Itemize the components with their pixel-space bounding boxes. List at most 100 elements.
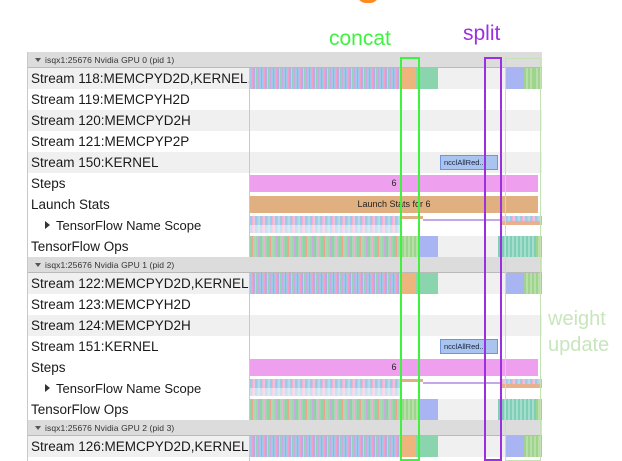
chevron-right-icon[interactable] bbox=[45, 384, 50, 392]
track-lane[interactable] bbox=[250, 215, 542, 236]
name-scope-strip-bottom[interactable] bbox=[250, 225, 401, 233]
split-block[interactable] bbox=[506, 68, 524, 89]
ops-green-block[interactable] bbox=[402, 399, 418, 420]
track-row-tf-ops-gpu1[interactable]: TensorFlow Ops bbox=[28, 399, 542, 420]
ops-concat-block[interactable] bbox=[418, 399, 438, 420]
track-lane[interactable] bbox=[250, 89, 542, 110]
launch-stats-block[interactable]: Launch Stats for 6 bbox=[250, 196, 538, 213]
track-lane[interactable] bbox=[250, 315, 542, 336]
ops-gap bbox=[438, 236, 498, 257]
track-row-stream123[interactable]: Stream 123:MEMCPYH2D bbox=[28, 294, 542, 315]
ops-weight-update-block[interactable] bbox=[536, 399, 542, 420]
memcpy-block[interactable] bbox=[400, 273, 416, 294]
track-row-stream126[interactable]: Stream 126:MEMCPYD2D,KERNEL,MI bbox=[28, 436, 542, 457]
trace-timeline-panel[interactable]: isqx1:25676 Nvidia GPU 0 (pid 1) Stream … bbox=[27, 52, 542, 461]
chevron-right-icon[interactable] bbox=[45, 221, 50, 229]
memcpy-block[interactable] bbox=[400, 68, 416, 89]
track-label: Stream 123:MEMCPYH2D bbox=[28, 294, 250, 315]
split-block[interactable] bbox=[506, 273, 524, 294]
ops-teal-block[interactable] bbox=[498, 236, 536, 257]
name-scope-strip-right2[interactable] bbox=[500, 384, 542, 388]
step-block[interactable]: 6 bbox=[250, 175, 538, 192]
name-scope-strip-top[interactable] bbox=[250, 216, 401, 225]
ops-concat-block[interactable] bbox=[418, 236, 438, 257]
name-scope-tail-a[interactable] bbox=[401, 379, 423, 382]
track-row-tf-ops[interactable]: TensorFlow Ops bbox=[28, 236, 542, 257]
track-lane[interactable]: 6 bbox=[250, 357, 542, 378]
track-lane[interactable] bbox=[250, 436, 542, 457]
track-row-stream119[interactable]: Stream 119:MEMCPYH2D bbox=[28, 89, 542, 110]
track-lane[interactable] bbox=[250, 378, 542, 399]
chevron-down-icon[interactable] bbox=[35, 57, 41, 62]
track-lane[interactable]: ncclAllRed... bbox=[250, 336, 542, 357]
track-label: Stream 118:MEMCPYD2D,KERNEL,MI bbox=[28, 68, 250, 89]
track-lane[interactable]: 6 bbox=[250, 173, 542, 194]
ops-activity-strip[interactable] bbox=[250, 399, 402, 420]
annotation-weight-line1: weight bbox=[548, 308, 606, 330]
track-lane[interactable] bbox=[250, 294, 542, 315]
name-scope-strip-top[interactable] bbox=[250, 379, 401, 388]
track-lane[interactable] bbox=[250, 131, 542, 152]
name-scope-strip-right[interactable] bbox=[500, 379, 542, 384]
step-block[interactable]: 6 bbox=[250, 359, 538, 376]
weight-update-strip-a[interactable] bbox=[524, 68, 534, 89]
track-row-stream121[interactable]: Stream 121:MEMCPYP2P bbox=[28, 131, 542, 152]
name-scope-strip-right2[interactable] bbox=[500, 221, 542, 225]
name-scope-strip-right[interactable] bbox=[500, 216, 542, 221]
track-label-text: TensorFlow Name Scope bbox=[56, 218, 202, 233]
track-row-tf-name-scope[interactable]: TensorFlow Name Scope bbox=[28, 215, 542, 236]
track-row-steps-gpu1[interactable]: Steps 6 bbox=[28, 357, 542, 378]
track-row-stream150[interactable]: Stream 150:KERNEL ncclAllRed... bbox=[28, 152, 542, 173]
track-lane[interactable] bbox=[250, 110, 542, 131]
weight-update-strip[interactable] bbox=[524, 273, 542, 294]
weight-update-strip[interactable] bbox=[534, 68, 542, 89]
annotation-split: split bbox=[463, 22, 501, 45]
chevron-down-icon[interactable] bbox=[35, 262, 41, 267]
track-label[interactable]: TensorFlow Name Scope bbox=[28, 378, 250, 399]
track-lane[interactable]: Launch Stats for 6 bbox=[250, 194, 542, 215]
track-row-stream127[interactable]: Stream 127:MEMCPYH2D bbox=[28, 457, 542, 461]
ops-teal-block[interactable] bbox=[498, 399, 536, 420]
track-row-stream124[interactable]: Stream 124:MEMCPYD2H bbox=[28, 315, 542, 336]
kernel-activity-strip[interactable] bbox=[250, 273, 400, 294]
name-scope-strip-bottom[interactable] bbox=[250, 388, 401, 396]
ops-weight-update-block[interactable] bbox=[536, 236, 542, 257]
track-row-steps[interactable]: Steps 6 bbox=[28, 173, 542, 194]
track-lane[interactable] bbox=[250, 273, 542, 294]
ops-gap bbox=[438, 399, 498, 420]
track-row-stream118[interactable]: Stream 118:MEMCPYD2D,KERNEL,MI bbox=[28, 68, 542, 89]
memcpy-block[interactable] bbox=[400, 436, 416, 457]
concat-block[interactable] bbox=[416, 68, 438, 89]
kernel-activity-strip[interactable] bbox=[250, 68, 400, 89]
track-row-stream151[interactable]: Stream 151:KERNEL ncclAllRed... bbox=[28, 336, 542, 357]
track-row-tf-name-scope-gpu1[interactable]: TensorFlow Name Scope bbox=[28, 378, 542, 399]
track-lane[interactable] bbox=[250, 236, 542, 257]
track-label: Stream 124:MEMCPYD2H bbox=[28, 315, 250, 336]
nccl-allreduce-block[interactable]: ncclAllRed... bbox=[440, 155, 498, 170]
track-lane[interactable] bbox=[250, 399, 542, 420]
track-row-launch-stats[interactable]: Launch Stats Launch Stats for 6 bbox=[28, 194, 542, 215]
track-label[interactable]: TensorFlow Name Scope bbox=[28, 215, 250, 236]
name-scope-line[interactable] bbox=[423, 382, 542, 384]
group-header-gpu2[interactable]: isqx1:25676 Nvidia GPU 2 (pid 3) bbox=[28, 420, 542, 436]
name-scope-tail-a[interactable] bbox=[401, 216, 423, 219]
group-header-gpu1[interactable]: isqx1:25676 Nvidia GPU 1 (pid 2) bbox=[28, 257, 542, 273]
kernel-activity-strip[interactable] bbox=[250, 436, 400, 457]
group-header-gpu0[interactable]: isqx1:25676 Nvidia GPU 0 (pid 1) bbox=[28, 52, 542, 68]
ops-green-block[interactable] bbox=[402, 236, 418, 257]
name-scope-line[interactable] bbox=[423, 219, 542, 221]
weight-update-strip[interactable] bbox=[524, 436, 542, 457]
concat-block[interactable] bbox=[416, 273, 438, 294]
track-lane[interactable] bbox=[250, 457, 542, 461]
nccl-allreduce-block[interactable]: ncclAllRed... bbox=[440, 339, 498, 354]
track-lane[interactable]: ncclAllRed... bbox=[250, 152, 542, 173]
split-block[interactable] bbox=[506, 436, 524, 457]
track-lane[interactable] bbox=[250, 68, 542, 89]
track-row-stream122[interactable]: Stream 122:MEMCPYD2D,KERNEL,MI bbox=[28, 273, 542, 294]
track-label: TensorFlow Ops bbox=[28, 236, 250, 257]
track-row-stream120[interactable]: Stream 120:MEMCPYD2H bbox=[28, 110, 542, 131]
ops-activity-strip[interactable] bbox=[250, 236, 402, 257]
group-header-label: isqx1:25676 Nvidia GPU 1 (pid 2) bbox=[45, 259, 175, 270]
chevron-down-icon[interactable] bbox=[35, 425, 41, 430]
concat-block[interactable] bbox=[416, 436, 438, 457]
